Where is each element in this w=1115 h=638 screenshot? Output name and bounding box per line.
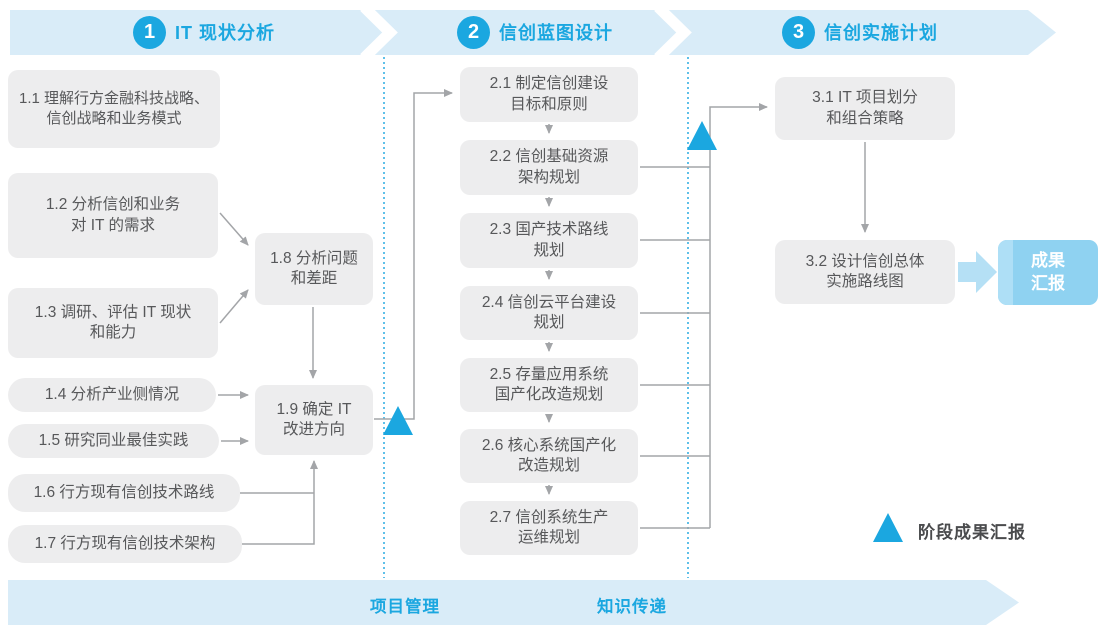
step-1-4-box: 1.4 分析产业侧情况	[8, 378, 216, 412]
milestone-triangle-phase1	[383, 406, 413, 435]
phase-1-number-badge: 1	[133, 15, 166, 49]
phase-2-header: 2 信创蓝图设计	[457, 15, 613, 49]
phase-2-collector	[640, 103, 869, 529]
step-1-1-box: 1.1 理解行方金融科技战略、 信创战略和业务模式	[8, 70, 220, 148]
result-arrow	[958, 251, 997, 293]
phase-1-header: 1 IT 现状分析	[133, 15, 275, 49]
step-2-3-box: 2.3 国产技术路线 规划	[460, 213, 638, 268]
step-3-2-box: 3.2 设计信创总体 实施路线图	[775, 240, 955, 304]
phase-2-number-badge: 2	[457, 15, 490, 49]
bottom-band	[8, 580, 1019, 625]
step-1-8-box: 1.8 分析问题 和差距	[255, 233, 373, 305]
phase-1-connectors	[218, 89, 453, 545]
legend-triangle	[873, 513, 903, 542]
result-report-box: 成果 汇报	[998, 240, 1098, 305]
phase-3-title: 信创实施计划	[824, 23, 938, 43]
phase-3-number-badge: 3	[782, 15, 815, 49]
step-3-1-box: 3.1 IT 项目划分 和组合策略	[775, 77, 955, 140]
phase-divider-1	[360, 3, 398, 62]
step-1-5-box: 1.5 研究同业最佳实践	[8, 424, 219, 458]
step-2-5-box: 2.5 存量应用系统 国产化改造规划	[460, 358, 638, 412]
step-2-7-box: 2.7 信创系统生产 运维规划	[460, 501, 638, 555]
phase-divider-2	[654, 3, 692, 62]
result-report-box-stripe	[998, 240, 1013, 305]
milestone-triangle-phase2	[687, 121, 717, 150]
step-1-6-box: 1.6 行方现有信创技术路线	[8, 474, 240, 512]
step-2-6-box: 2.6 核心系统国产化 改造规划	[460, 429, 638, 483]
result-report-label: 成果 汇报	[1031, 250, 1065, 293]
step-2-4-box: 2.4 信创云平台建设 规划	[460, 286, 638, 340]
step-1-2-box: 1.2 分析信创和业务 对 IT 的需求	[8, 173, 218, 258]
bottom-band-item-knowledge-transfer: 知识传递	[597, 598, 667, 616]
step-1-9-box: 1.9 确定 IT 改进方向	[255, 385, 373, 455]
step-2-1-box: 2.1 制定信创建设 目标和原则	[460, 67, 638, 122]
step-1-3-box: 1.3 调研、评估 IT 现状 和能力	[8, 288, 218, 358]
phase-3-header: 3 信创实施计划	[782, 15, 938, 49]
legend-label: 阶段成果汇报	[918, 523, 1026, 542]
step-2-2-box: 2.2 信创基础资源 架构规划	[460, 140, 638, 195]
step-1-7-box: 1.7 行方现有信创技术架构	[8, 525, 242, 563]
phase-1-title: IT 现状分析	[175, 23, 275, 43]
bottom-band-item-project-management: 项目管理	[370, 598, 440, 616]
phase-2-title: 信创蓝图设计	[499, 23, 613, 43]
